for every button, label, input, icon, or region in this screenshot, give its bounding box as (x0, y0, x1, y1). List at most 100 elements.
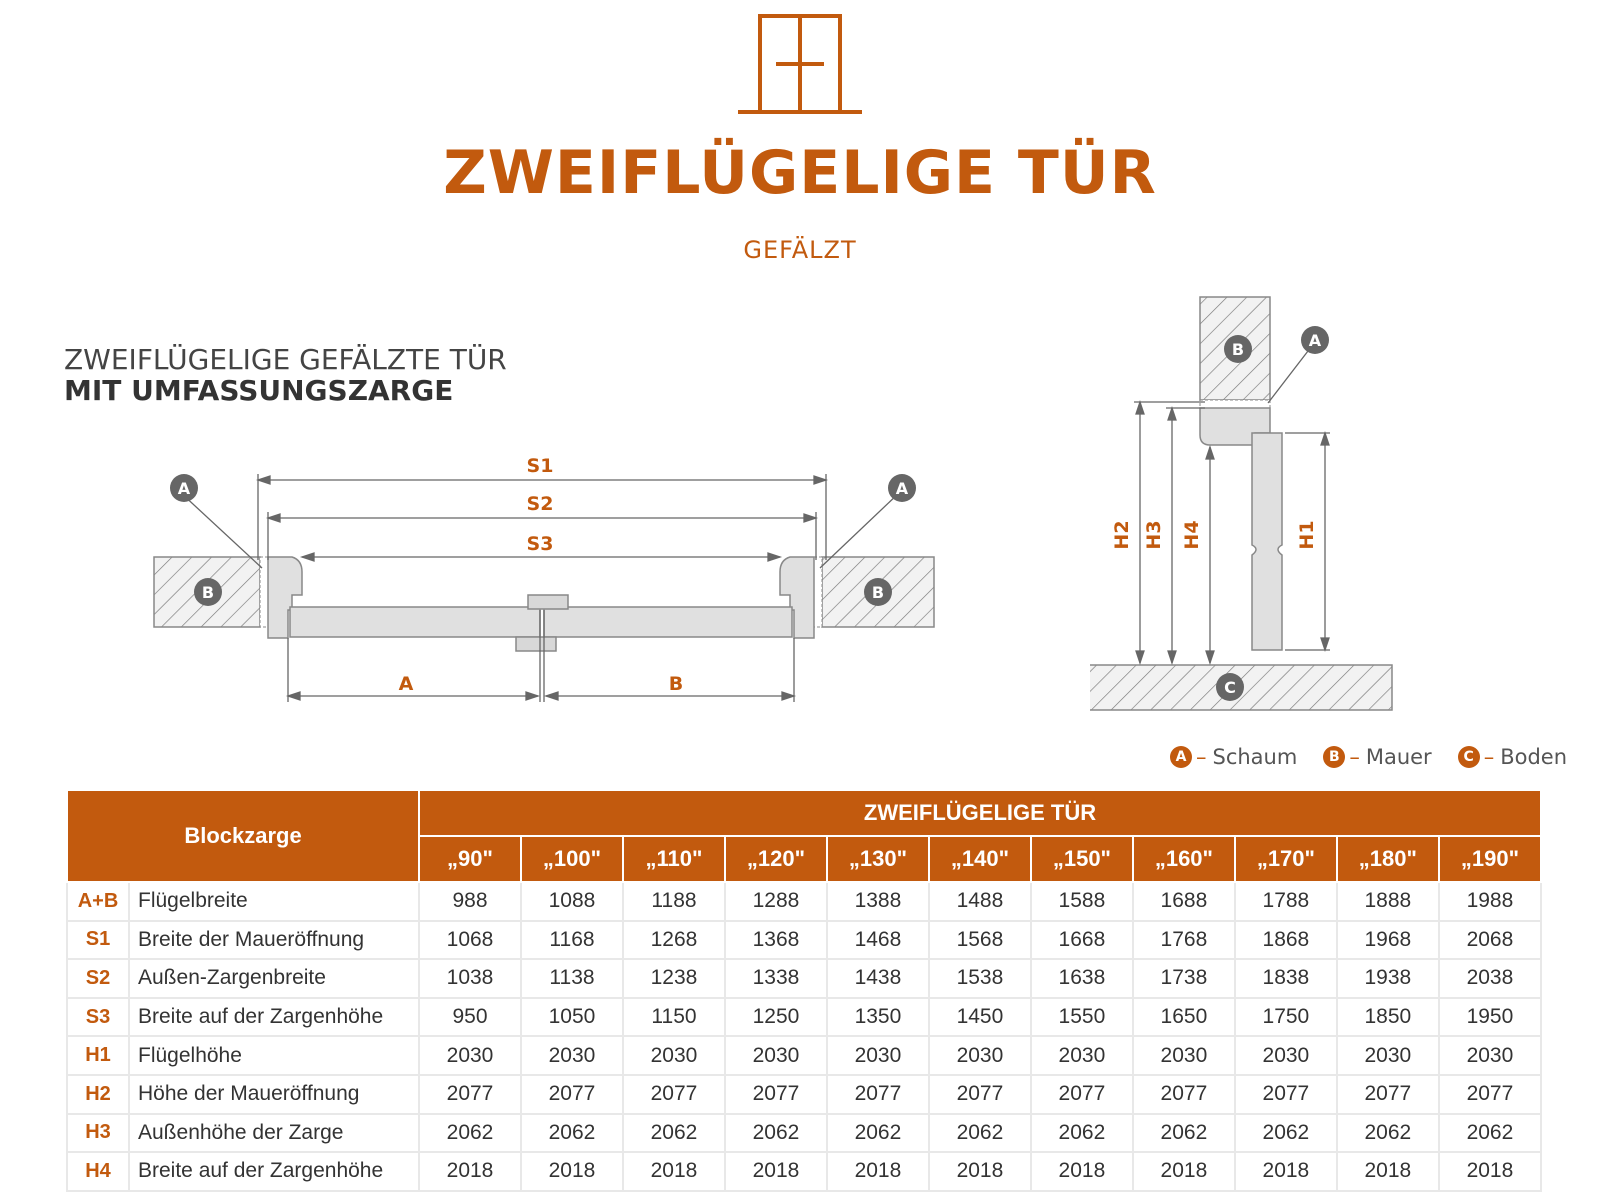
svg-text:A: A (1309, 331, 1322, 350)
table-cell: 1268 (621, 919, 726, 961)
plan-view-diagram: S1 S2 S3 A B A A B B (153, 455, 935, 702)
table-cell: 988 (418, 881, 522, 922)
marker-b-lintel: B (1224, 335, 1252, 363)
table-cell: 2018 (825, 1151, 930, 1192)
table-cell: 1568 (927, 919, 1032, 961)
row-label: Breite der Maueröffnung (127, 919, 421, 961)
row-code: H2 (66, 1073, 130, 1115)
table-cell: 2030 (723, 1035, 828, 1076)
table-cell: 1868 (1233, 919, 1338, 961)
table-cell: 2018 (1029, 1151, 1134, 1192)
row-label: Flügelhöhe (127, 1035, 421, 1076)
marker-a-right: A (888, 474, 916, 502)
dim-label-b: B (669, 673, 683, 695)
table-cell: 2030 (418, 1035, 522, 1076)
table-cell: 1668 (1029, 919, 1134, 961)
table-cell: 1688 (1131, 881, 1236, 922)
size-header-cell: „140" (927, 835, 1032, 883)
table-corner-header: Blockzarge (65, 789, 421, 883)
svg-text:A: A (178, 479, 191, 498)
table-cell: 2018 (1131, 1151, 1236, 1192)
table-cell: 2030 (825, 1035, 930, 1076)
table-cell: 1238 (621, 958, 726, 999)
row-label: Außen-Zargenbreite (127, 958, 421, 999)
table-cell: 2018 (1437, 1151, 1543, 1192)
table-cell: 2038 (1437, 958, 1543, 999)
legend-dash: – (1349, 745, 1360, 769)
size-header-cell: „90" (418, 835, 522, 883)
row-label: Breite auf der Zargenhöhe (127, 996, 421, 1038)
table-cell: 1588 (1029, 881, 1134, 922)
table-cell: 1350 (825, 996, 930, 1038)
size-header-cell: „150" (1029, 835, 1134, 883)
table-cell: 2062 (1233, 1112, 1338, 1154)
section-view-diagram: H2 H3 H4 H1 B A C (1090, 296, 1393, 711)
legend: A – Schaum B – Mauer C – Boden (1170, 742, 1567, 772)
table-cell: 2062 (723, 1112, 828, 1154)
table-cell: 2062 (418, 1112, 522, 1154)
table-cell: 1768 (1131, 919, 1236, 961)
row-code: H4 (66, 1151, 130, 1192)
table-cell: 1550 (1029, 996, 1134, 1038)
table-cell: 1788 (1233, 881, 1338, 922)
table-cell: 2062 (1437, 1112, 1543, 1154)
table-cell: 2030 (621, 1035, 726, 1076)
legend-item-boden: C – Boden (1457, 745, 1567, 769)
svg-text:C: C (1224, 678, 1236, 697)
door-leaf-section (1251, 432, 1283, 651)
dimensions-table: Blockzarge ZWEIFLÜGELIGE TÜR „90"„100" „1… (65, 789, 1543, 1192)
legend-label: Mauer (1365, 745, 1432, 769)
table-group-header: ZWEIFLÜGELIGE TÜR (418, 789, 1542, 837)
table-cell: 2018 (1335, 1151, 1440, 1192)
dim-label-h3: H3 (1143, 520, 1165, 549)
table-cell: 1850 (1335, 996, 1440, 1038)
dim-label-s1: S1 (527, 455, 554, 477)
table-cell: 2030 (1233, 1035, 1338, 1076)
table-cell: 2030 (927, 1035, 1032, 1076)
table-cell: 2018 (520, 1151, 624, 1192)
double-door-logo-icon (738, 14, 862, 114)
table-cell: 950 (418, 996, 522, 1038)
legend-dash: – (1483, 745, 1495, 769)
table-cell: 2018 (723, 1151, 828, 1192)
size-header-cell: „120" (723, 835, 828, 883)
table-cell: 2062 (927, 1112, 1032, 1154)
table-cell: 1538 (927, 958, 1032, 999)
legend-badge: C (1457, 746, 1480, 768)
table-cell: 2062 (621, 1112, 726, 1154)
table-cell: 1450 (927, 996, 1032, 1038)
table-cell: 1188 (621, 881, 726, 922)
row-label: Höhe der Maueröffnung (127, 1073, 421, 1115)
lintel-foam (1199, 399, 1271, 409)
table-cell: 1168 (520, 919, 624, 961)
table-cell: 2068 (1437, 919, 1543, 961)
dim-label-s2: S2 (527, 493, 554, 515)
table-cell: 1638 (1029, 958, 1134, 999)
table-cell: 1750 (1233, 996, 1338, 1038)
legend-badge: B (1323, 746, 1346, 768)
table-cell: 2030 (1437, 1035, 1543, 1076)
svg-text:B: B (872, 583, 884, 602)
left-frame (267, 556, 303, 639)
table-cell: 1288 (723, 881, 828, 922)
row-label: Flügelbreite (127, 881, 421, 922)
table-cell: 2030 (1029, 1035, 1134, 1076)
table-cell: 1088 (520, 881, 624, 922)
table-cell: 1250 (723, 996, 828, 1038)
row-label: Breite auf der Zargenhöhe (127, 1151, 421, 1192)
dim-label-h4: H4 (1181, 520, 1203, 549)
table-cell: 1338 (723, 958, 828, 999)
size-header-cell: „170" (1233, 835, 1338, 883)
page-subtitle: GEFÄLZT (743, 236, 857, 264)
table-cell: 2062 (520, 1112, 624, 1154)
table-cell: 2018 (621, 1151, 726, 1192)
row-code: S2 (66, 958, 130, 999)
legend-badge: A (1170, 746, 1192, 768)
size-header-cell: „100" (520, 835, 624, 883)
size-header-cell: „130" (825, 835, 930, 883)
table-cell: 2030 (1335, 1035, 1440, 1076)
table-cell: 1988 (1437, 881, 1543, 922)
door-leaf-b (543, 606, 793, 638)
